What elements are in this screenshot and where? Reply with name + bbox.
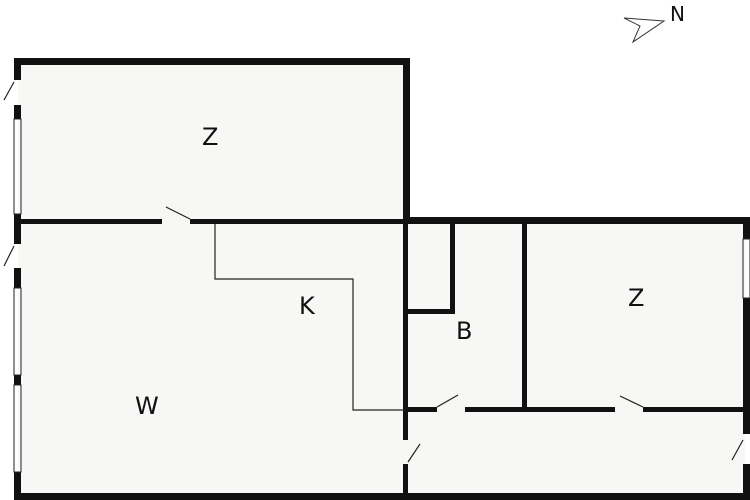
- room-label-bedroom-top-left: Z: [202, 123, 218, 151]
- north-arrow: N: [623, 2, 685, 44]
- interior-walls: [18, 219, 745, 495]
- north-arrow-icon: [623, 17, 666, 44]
- north-label: N: [670, 2, 685, 26]
- windows: [13, 118, 750, 473]
- door-swings: [3, 81, 744, 463]
- room-label-living-room: W: [135, 392, 159, 420]
- room-label-bathroom: B: [456, 317, 472, 345]
- exterior-walls: [14, 58, 750, 500]
- room-label-kitchen: K: [299, 292, 316, 320]
- floor-fill: [18, 63, 745, 495]
- room-label-bedroom-right: Z: [628, 284, 644, 312]
- kitchen-counter-line: [214, 224, 405, 411]
